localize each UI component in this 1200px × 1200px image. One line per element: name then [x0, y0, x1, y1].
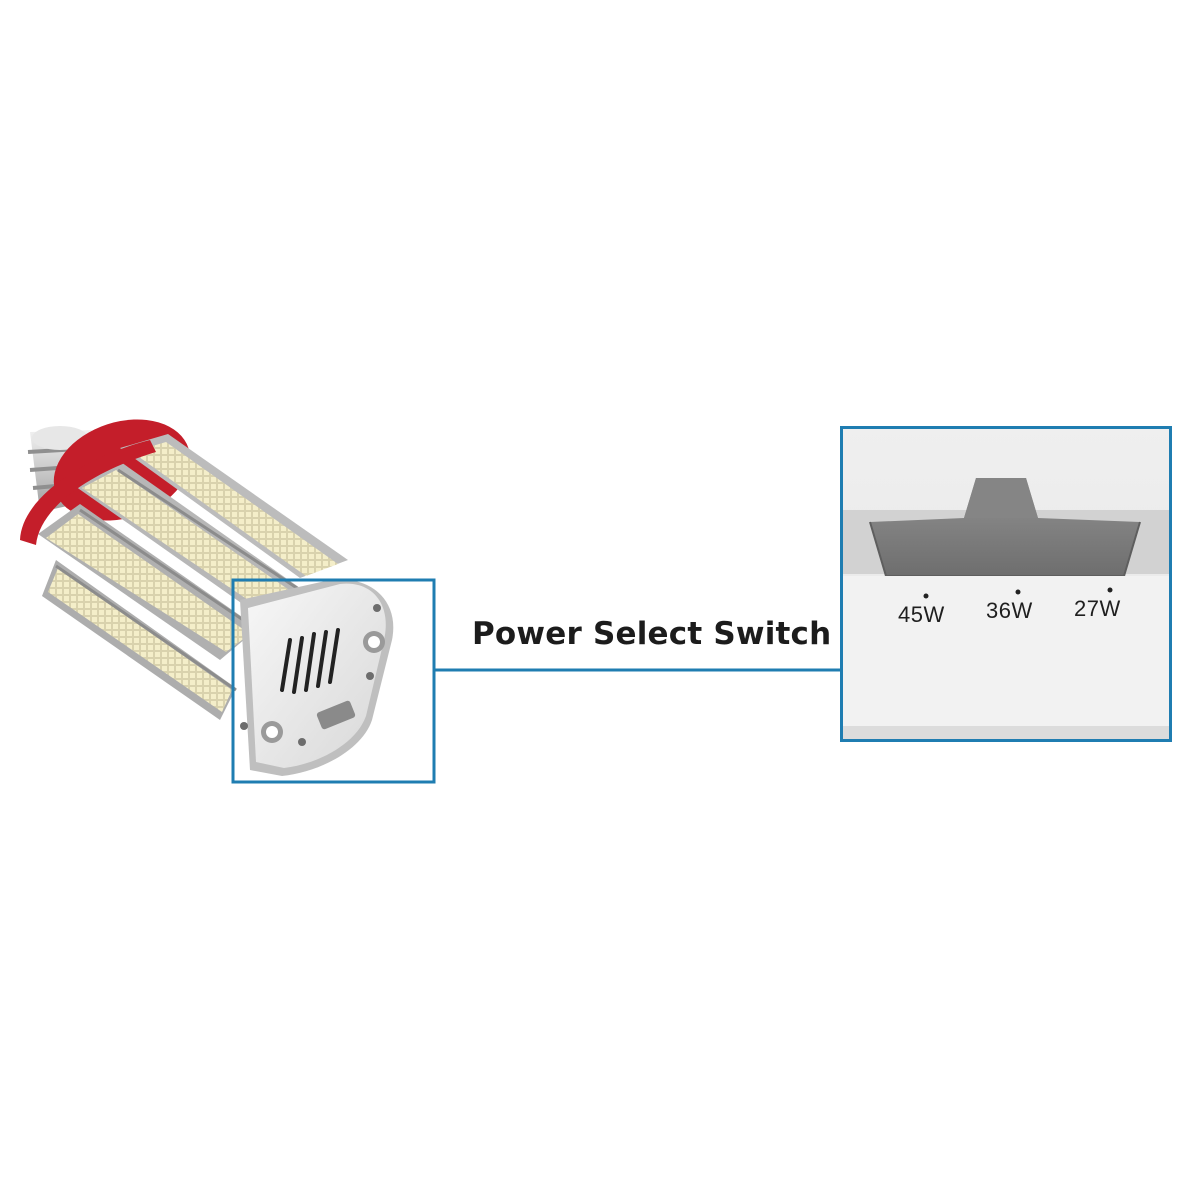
end-cap	[240, 579, 394, 776]
position-dot-36w	[1015, 589, 1021, 595]
position-dot-27w	[1107, 587, 1113, 593]
zoom-panel-frame	[840, 426, 1172, 742]
callout-label: Power Select Switch	[472, 616, 832, 652]
position-dot-45w	[923, 593, 929, 599]
switch-label-36w: 36W	[986, 598, 1033, 623]
red-ring-front	[20, 440, 156, 545]
switch-knob	[870, 478, 1140, 576]
switch-zoom-panel: 45W 36W 27W	[840, 426, 1172, 742]
switch-label-45w: 45W	[898, 602, 945, 627]
switch-label-27w: 27W	[1074, 596, 1121, 621]
led-strips	[38, 434, 348, 720]
switch-highlight-box	[231, 578, 436, 784]
